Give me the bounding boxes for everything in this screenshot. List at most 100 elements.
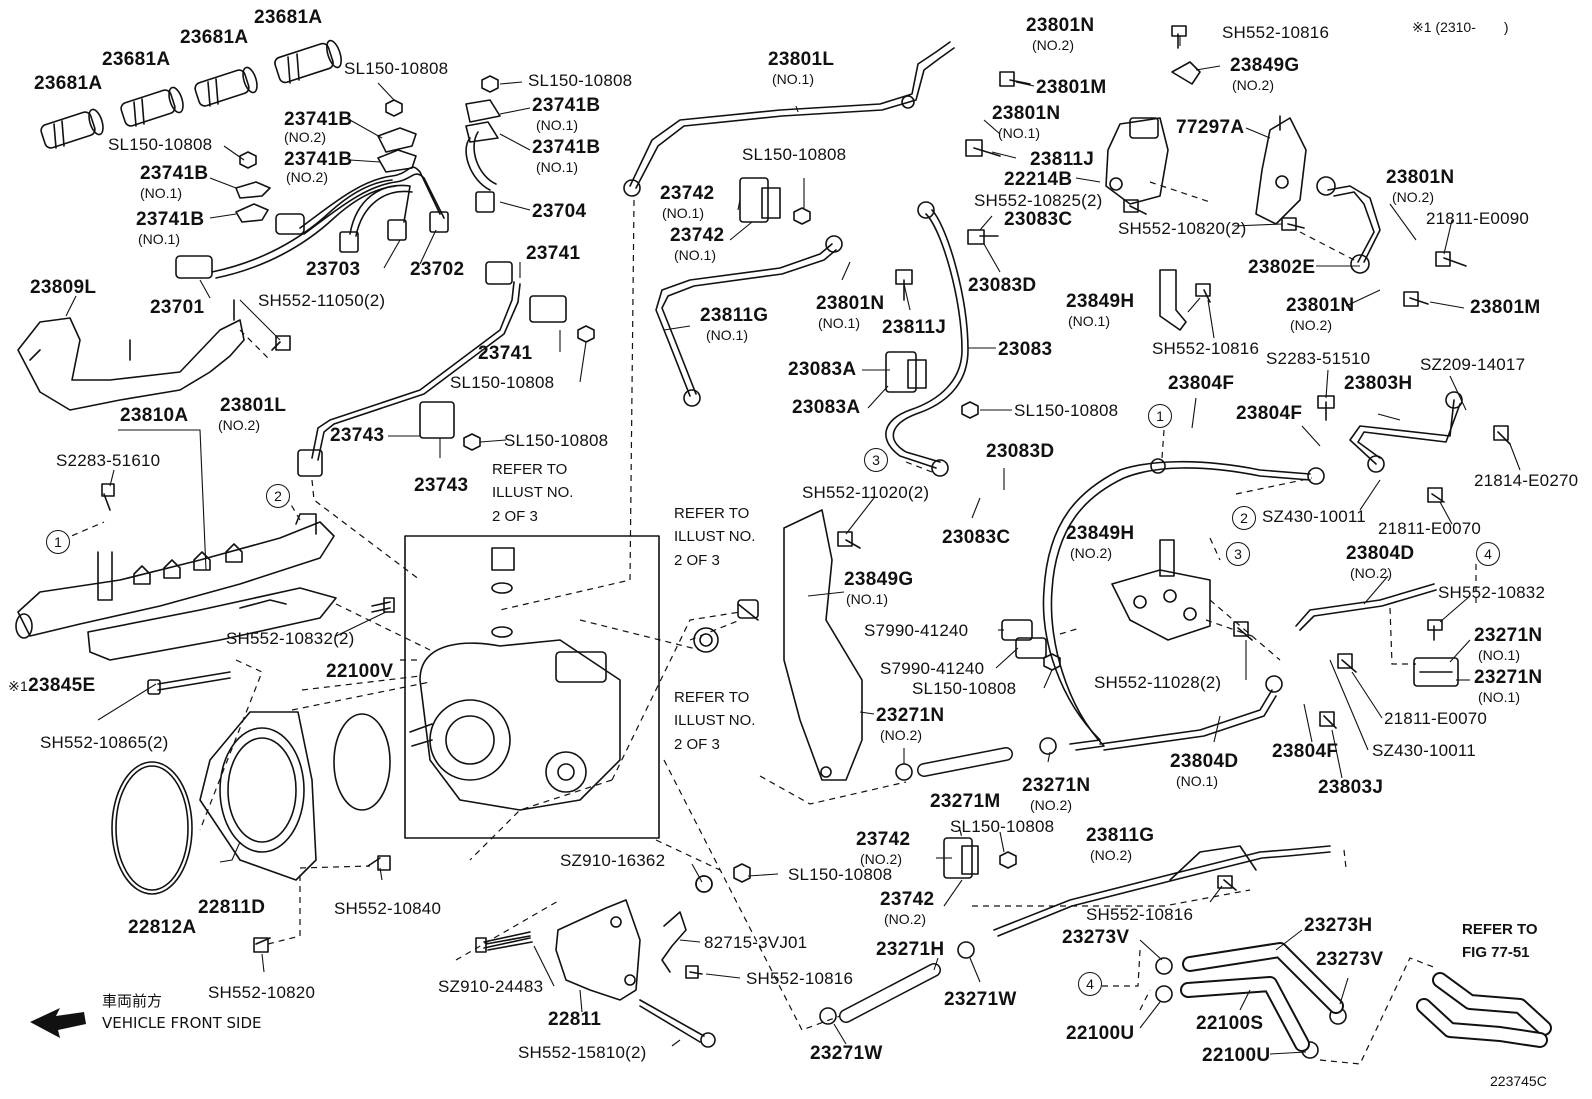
label-23742-no2[interactable]: 23742 [880, 889, 935, 910]
label-23801n-no2[interactable]: 23801N [1386, 167, 1455, 188]
label-23271w[interactable]: 23271W [810, 1043, 883, 1064]
label-23804d-no1[interactable]: 23804D [1170, 751, 1239, 772]
label-23271h[interactable]: 23271H [876, 939, 945, 960]
label-23803j[interactable]: 23803J [1318, 777, 1384, 798]
label-23845e[interactable]: ※123845E [8, 676, 95, 695]
label-23811j[interactable]: 23811J [1030, 149, 1095, 170]
label-23743[interactable]: 23743 [330, 425, 385, 446]
label-23849h-no2[interactable]: 23849H [1066, 523, 1135, 544]
label-23741b[interactable]: 23741B [140, 163, 209, 184]
label-23801n-no2[interactable]: 23801N [1026, 15, 1095, 36]
label-23742-no1[interactable]: 23742 [660, 183, 715, 204]
label-22811d[interactable]: 22811D [198, 897, 266, 918]
label-23271n-no1[interactable]: 23271N [1474, 625, 1543, 646]
label-21811-e0070[interactable]: 21811-E0070 [1384, 709, 1488, 728]
label-23083d[interactable]: 23083D [986, 441, 1055, 462]
label-23271n-no2[interactable]: 23271N [876, 705, 945, 726]
label-sz430-10011[interactable]: SZ430-10011 [1262, 507, 1366, 526]
label-23801m[interactable]: 23801M [1036, 77, 1107, 98]
label-23741b[interactable]: 23741B [532, 137, 601, 158]
label-23801l-no1[interactable]: 23801L [768, 49, 835, 70]
label-23801n-no1[interactable]: 23801N [816, 293, 885, 314]
label-23849g-no1[interactable]: 23849G [844, 569, 914, 590]
label-sh552-10865[interactable]: SH552-10865(2) [40, 733, 169, 752]
label-sh552-10816[interactable]: SH552-10816 [746, 969, 854, 988]
label-23803h[interactable]: 23803H [1344, 373, 1413, 394]
label-sl150-10808[interactable]: SL150-10808 [528, 71, 633, 90]
label-23811g-no1[interactable]: 23811G [700, 305, 769, 326]
label-sl150-10808[interactable]: SL150-10808 [950, 817, 1055, 836]
callout-4[interactable]: 4 [1476, 542, 1500, 566]
label-23810a[interactable]: 23810A [120, 405, 189, 426]
callout-3[interactable]: 3 [1226, 542, 1250, 566]
label-23811j[interactable]: 23811J [882, 317, 947, 338]
label-sl150-10808[interactable]: SL150-10808 [788, 865, 893, 884]
label-23701[interactable]: 23701 [150, 297, 205, 318]
label-23271n-no1[interactable]: 23271N [1474, 667, 1543, 688]
label-23681a-3[interactable]: 23681A [180, 27, 249, 48]
label-82715-3vj01[interactable]: 82715-3VJ01 [704, 933, 808, 952]
label-sh552-10816[interactable]: SH552-10816 [1222, 23, 1330, 42]
label-sh552-10825[interactable]: SH552-10825(2) [974, 191, 1103, 210]
label-23742-no2[interactable]: 23742 [856, 829, 911, 850]
label-23804f[interactable]: 23804F [1236, 403, 1303, 424]
label-23804f[interactable]: 23804F [1168, 373, 1235, 394]
label-sh552-15810[interactable]: SH552-15810(2) [518, 1043, 647, 1062]
label-23801l-no2[interactable]: 23801L [220, 395, 287, 416]
label-23801m[interactable]: 23801M [1470, 297, 1541, 318]
label-s7990-41240[interactable]: S7990-41240 [864, 621, 969, 640]
label-sz910-16362[interactable]: SZ910-16362 [560, 851, 666, 870]
label-23681a-2[interactable]: 23681A [102, 49, 171, 70]
label-sl150-10808[interactable]: SL150-10808 [1014, 401, 1119, 420]
label-sh552-10832[interactable]: SH552-10832 [1438, 583, 1546, 602]
callout-4[interactable]: 4 [1078, 972, 1102, 996]
label-23801n-no2[interactable]: 23801N [1286, 295, 1355, 316]
label-23809l[interactable]: 23809L [30, 277, 97, 298]
label-23742-no1[interactable]: 23742 [670, 225, 725, 246]
label-22100s[interactable]: 22100S [1196, 1013, 1264, 1034]
label-23271w[interactable]: 23271W [944, 989, 1017, 1010]
label-23804f[interactable]: 23804F [1272, 741, 1339, 762]
label-sh552-10816[interactable]: SH552-10816 [1152, 339, 1260, 358]
label-21811-e0090[interactable]: 21811-E0090 [1426, 209, 1530, 228]
label-23811g-no2[interactable]: 23811G [1086, 825, 1155, 846]
label-23741[interactable]: 23741 [478, 343, 533, 364]
label-sz910-24483[interactable]: SZ910-24483 [438, 977, 544, 996]
label-23741b[interactable]: 23741B [136, 209, 205, 230]
refer-illust-2of3[interactable]: REFER TO ILLUST NO. 2 OF 3 [674, 502, 755, 572]
label-23704[interactable]: 23704 [532, 201, 587, 222]
label-23849h-no1[interactable]: 23849H [1066, 291, 1135, 312]
label-22100v[interactable]: 22100V [326, 661, 394, 682]
callout-1[interactable]: 1 [1148, 404, 1172, 428]
label-23801n-no1[interactable]: 23801N [992, 103, 1061, 124]
label-sh552-11020[interactable]: SH552-11020(2) [802, 483, 930, 502]
label-23083a[interactable]: 23083A [792, 397, 861, 418]
refer-illust-2of3[interactable]: REFER TO ILLUST NO. 2 OF 3 [492, 458, 573, 528]
label-sl150-10808[interactable]: SL150-10808 [504, 431, 609, 450]
label-23741b[interactable]: 23741B [532, 95, 601, 116]
label-23804d-no2[interactable]: 23804D [1346, 543, 1415, 564]
callout-2[interactable]: 2 [266, 484, 290, 508]
label-22214b[interactable]: 22214B [1004, 169, 1073, 190]
label-21814-e0270[interactable]: 21814-E0270 [1474, 471, 1579, 490]
label-s7990-41240[interactable]: S7990-41240 [880, 659, 985, 678]
label-22100u[interactable]: 22100U [1202, 1045, 1271, 1066]
label-23741b[interactable]: 23741B [284, 149, 353, 170]
label-23273v[interactable]: 23273V [1062, 927, 1130, 948]
label-23702[interactable]: 23702 [410, 259, 465, 280]
label-22100u[interactable]: 22100U [1066, 1023, 1135, 1044]
label-23802e[interactable]: 23802E [1248, 257, 1316, 278]
label-22811[interactable]: 22811 [548, 1009, 602, 1030]
label-s2283-51610[interactable]: S2283-51610 [56, 451, 161, 470]
callout-2[interactable]: 2 [1232, 506, 1256, 530]
label-sl150-10808[interactable]: SL150-10808 [742, 145, 847, 164]
label-21811-e0070[interactable]: 21811-E0070 [1378, 519, 1482, 538]
label-23083d[interactable]: 23083D [968, 275, 1037, 296]
label-23083a[interactable]: 23083A [788, 359, 857, 380]
callout-1[interactable]: 1 [46, 530, 70, 554]
label-sh552-11050[interactable]: SH552-11050(2) [258, 291, 386, 310]
label-23083[interactable]: 23083 [998, 339, 1053, 360]
label-sl150-10808[interactable]: SL150-10808 [912, 679, 1017, 698]
label-23743[interactable]: 23743 [414, 475, 469, 496]
label-77297a[interactable]: 77297A [1176, 117, 1245, 138]
